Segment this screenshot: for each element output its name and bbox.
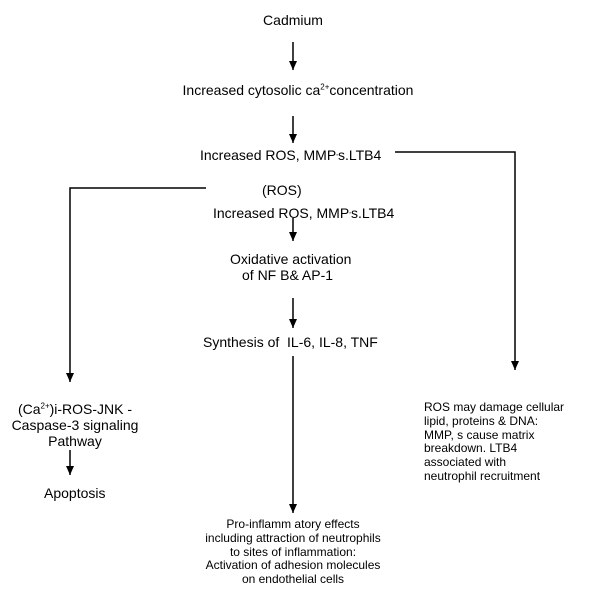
ros-mid-post: s.LTB4 [350, 205, 395, 221]
node-synthesis-cytokines: Synthesis of IL-6, IL-8, TNF [203, 334, 378, 350]
jnk-line-3: Pathway [48, 433, 102, 450]
ros-top-post: s.LTB4 [337, 147, 382, 163]
cytosolic-text-post: concentration [329, 82, 414, 98]
damage-line-1: ROS may damage cellular [424, 400, 565, 414]
pro-line-3: to sites of inflammation: [229, 544, 357, 559]
damage-line-3: MMP, s cause matrix [424, 427, 535, 442]
oxidative-line-1: Oxidative activation [230, 251, 352, 267]
arrow-ros-to-jnk [66, 187, 206, 382]
node-increased-ros-mid: Increased ROS, MMP’s.LTB4 [213, 205, 394, 221]
pro-line-4: Activation of adhesion molecules [205, 558, 381, 573]
pro-line-1: Pro-inflamm atory effects [226, 517, 360, 531]
node-cadmium: Cadmium [263, 12, 323, 28]
damage-line-2: lipid, proteins & DNA: [424, 413, 539, 428]
ros-top-pre: Increased ROS, MMP [200, 147, 337, 163]
jnk-line-2: Caspase-3 signaling [11, 417, 139, 434]
node-increased-ros-top: Increased ROS, MMP’s.LTB4 [200, 147, 381, 163]
cytosolic-text-pre: Increased cytosolic ca [182, 82, 321, 98]
node-apoptosis: Apoptosis [44, 485, 106, 501]
jnk-line-1: (Ca2+)i-ROS-JNK - [17, 401, 133, 417]
damage-line-5: associated with [424, 455, 507, 470]
node-oxidative-activation: Oxidative activation of NF B& AP-1 [230, 251, 351, 283]
oxidative-line-2: of NF B& AP-1 [242, 267, 334, 284]
ros-mid-dot: ’ [349, 211, 351, 220]
ros-mid-pre: Increased ROS, MMP [213, 205, 350, 221]
pro-line-5: on endothelial cells [241, 572, 345, 587]
node-ros-label: (ROS) [262, 182, 302, 198]
cytosolic-text-sup: 2+ [320, 82, 330, 92]
damage-line-4: breakdown. LTB4 [424, 441, 518, 456]
pro-line-2: including attraction of neutrophils [205, 530, 381, 545]
damage-line-6: neutrophil recruitment [424, 468, 541, 483]
node-pro-inflammatory-effects: Pro-inflamm atory effects including attr… [184, 517, 402, 587]
node-cytosolic-calcium: Increased cytosolic ca2+concentration [130, 82, 466, 98]
ros-top-dot: ’ [336, 153, 338, 162]
node-ros-damage: ROS may damage cellular lipid, proteins … [424, 400, 565, 484]
arrow-ros-to-damage [395, 151, 519, 370]
node-jnk-pathway: (Ca2+)i-ROS-JNK - Caspase-3 signaling Pa… [0, 401, 150, 449]
